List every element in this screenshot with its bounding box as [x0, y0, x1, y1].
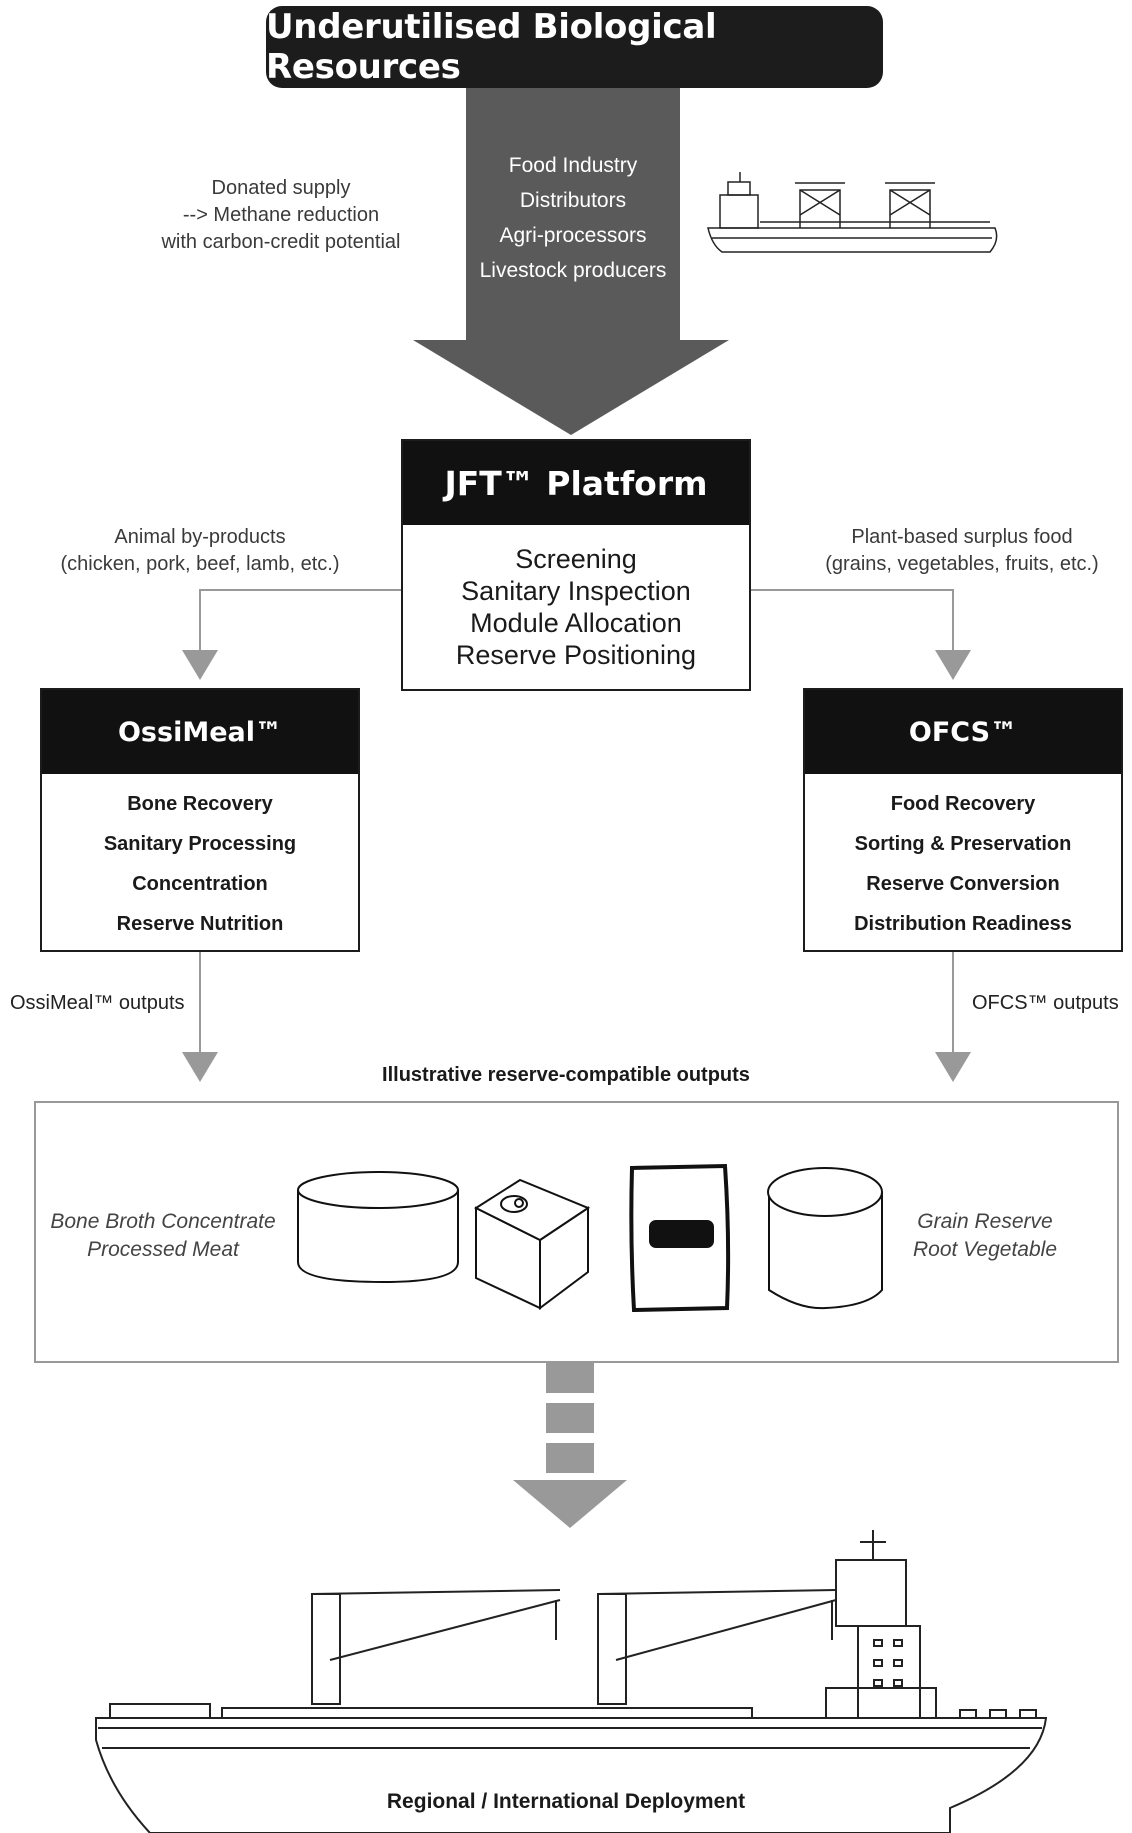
source-list: Food Industry Distributors Agri-processo…	[466, 148, 680, 288]
main-arrow-shaft	[466, 88, 680, 340]
page-title: Underutilised Biological Resources	[266, 6, 883, 88]
product-name: Processed Meat	[87, 1238, 239, 1261]
small-ship-icon	[707, 172, 998, 253]
ossimeal-steps: Bone Recovery Sanitary Processing Concen…	[42, 774, 358, 944]
platform-step: Reserve Positioning	[455, 640, 697, 670]
dash-block-1	[546, 1363, 594, 1393]
module-step: Food Recovery	[890, 793, 1036, 815]
ossimeal-title: OssiMeal™	[42, 690, 358, 774]
right-connector-arrow	[935, 650, 971, 680]
note-line: Plant-based surplus food	[851, 526, 1073, 548]
ossimeal-output-arrow	[182, 1052, 218, 1082]
module-step: Sorting & Preservation	[854, 833, 1072, 855]
module-step: Bone Recovery	[127, 793, 273, 815]
ofcs-title: OFCS™	[805, 690, 1121, 774]
animal-byproducts-note: Animal by-products (chicken, pork, beef,…	[40, 524, 360, 578]
ofcs-outputs-label: OFCS™ outputs	[972, 992, 1119, 1014]
jft-platform-title: JFT™ Platform	[403, 441, 749, 525]
note-line: --> Methane reduction	[182, 204, 380, 226]
jft-platform-steps: Screening Sanitary Inspection Module All…	[403, 525, 749, 671]
plant-surplus-note: Plant-based surplus food (grains, vegeta…	[812, 524, 1112, 578]
jft-platform-box: JFT™ Platform Screening Sanitary Inspect…	[401, 439, 751, 691]
source-item: Agri-processors	[499, 224, 647, 247]
module-step: Reserve Conversion	[866, 873, 1060, 895]
deployment-label: Regional / International Deployment	[386, 1790, 746, 1813]
source-item: Food Industry	[508, 154, 638, 177]
product-name: Grain Reserve	[917, 1210, 1053, 1233]
large-ship-icon	[95, 1530, 1048, 1833]
right-connector	[751, 589, 954, 650]
note-line: (grains, vegetables, fruits, etc.)	[825, 553, 1099, 575]
ossimeal-box: OssiMeal™ Bone Recovery Sanitary Process…	[40, 688, 360, 952]
source-item: Livestock producers	[479, 259, 667, 282]
dash-arrow-head	[513, 1480, 627, 1528]
module-step: Concentration	[132, 873, 268, 895]
product-name: Bone Broth Concentrate	[50, 1210, 276, 1233]
dash-block-2	[546, 1403, 594, 1433]
source-item: Distributors	[519, 189, 627, 212]
platform-step: Module Allocation	[470, 608, 682, 638]
ofcs-output-arrow	[935, 1052, 971, 1082]
right-products-note: Grain Reserve Root Vegetable	[900, 1208, 1070, 1264]
left-products-note: Bone Broth Concentrate Processed Meat	[48, 1208, 278, 1264]
platform-step: Sanitary Inspection	[461, 576, 691, 606]
note-line: with carbon-credit potential	[161, 231, 401, 253]
ofcs-steps: Food Recovery Sorting & Preservation Res…	[805, 774, 1121, 944]
module-step: Reserve Nutrition	[116, 913, 284, 935]
note-line: (chicken, pork, beef, lamb, etc.)	[60, 553, 340, 575]
outputs-heading: Illustrative reserve-compatible outputs	[382, 1064, 750, 1086]
note-line: Animal by-products	[114, 526, 286, 548]
donated-supply-note: Donated supply --> Methane reduction wit…	[140, 175, 422, 256]
platform-step: Screening	[515, 544, 637, 574]
main-arrow-head	[413, 340, 729, 435]
product-name: Root Vegetable	[913, 1238, 1057, 1261]
module-step: Sanitary Processing	[103, 833, 297, 855]
ofcs-box: OFCS™ Food Recovery Sorting & Preservati…	[803, 688, 1123, 952]
dash-block-3	[546, 1443, 594, 1473]
left-connector	[199, 589, 401, 650]
note-line: Donated supply	[211, 177, 351, 199]
ossimeal-outputs-label: OssiMeal™ outputs	[10, 992, 185, 1014]
module-step: Distribution Readiness	[854, 913, 1072, 935]
left-connector-arrow	[182, 650, 218, 680]
